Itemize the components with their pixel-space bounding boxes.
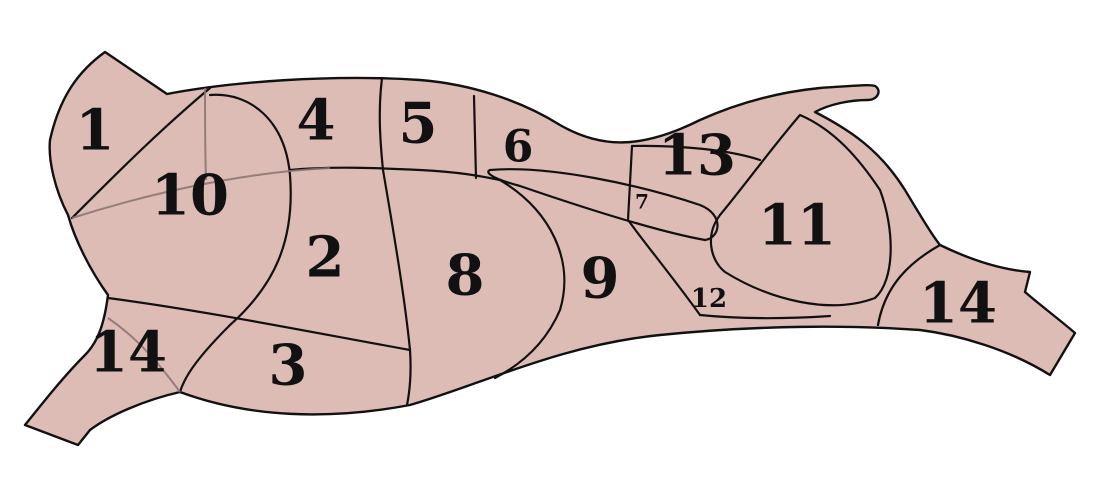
cut-line-8-9 (493, 178, 566, 380)
label-cut-14-front: 14 (89, 320, 167, 386)
label-cut-13: 13 (658, 123, 736, 189)
label-cut-4: 4 (297, 88, 336, 154)
cut-line-13-11 (630, 144, 762, 162)
cut-line-front-leg (106, 296, 412, 352)
overlay-line-leg (107, 317, 181, 393)
cut-line-shoulder-oval (178, 93, 292, 394)
label-cut-5: 5 (399, 91, 438, 157)
label-cut-6: 6 (503, 122, 534, 173)
cut-line-5-6 (472, 94, 478, 180)
label-cut-9: 9 (581, 246, 620, 312)
label-cut-10: 10 (151, 163, 229, 229)
overlay-line-shoulder (71, 167, 331, 219)
label-cut-8: 8 (446, 243, 485, 309)
cut-line-9-12 (626, 218, 702, 317)
label-cut-1: 1 (76, 98, 115, 164)
label-cut-7: 7 (635, 190, 649, 214)
label-cut-11: 11 (758, 193, 836, 259)
label-cut-12: 12 (691, 284, 727, 314)
carcass-outline (23, 50, 1077, 447)
cut-line-6-13 (626, 144, 634, 222)
cut-line-12-11 (698, 313, 832, 320)
overlay-line-vertical (204, 87, 207, 181)
cut-line-hock (876, 243, 942, 327)
cut-line-neck (70, 86, 212, 220)
label-cut-14-rear: 14 (919, 271, 997, 337)
label-cut-3: 3 (269, 333, 308, 399)
cut-line-2-8 (381, 168, 412, 407)
cut-line-hind-round (709, 113, 892, 307)
cut-line-4-5 (378, 76, 385, 172)
cut-line-tenderloin (487, 168, 719, 242)
label-cut-2: 2 (306, 225, 345, 291)
